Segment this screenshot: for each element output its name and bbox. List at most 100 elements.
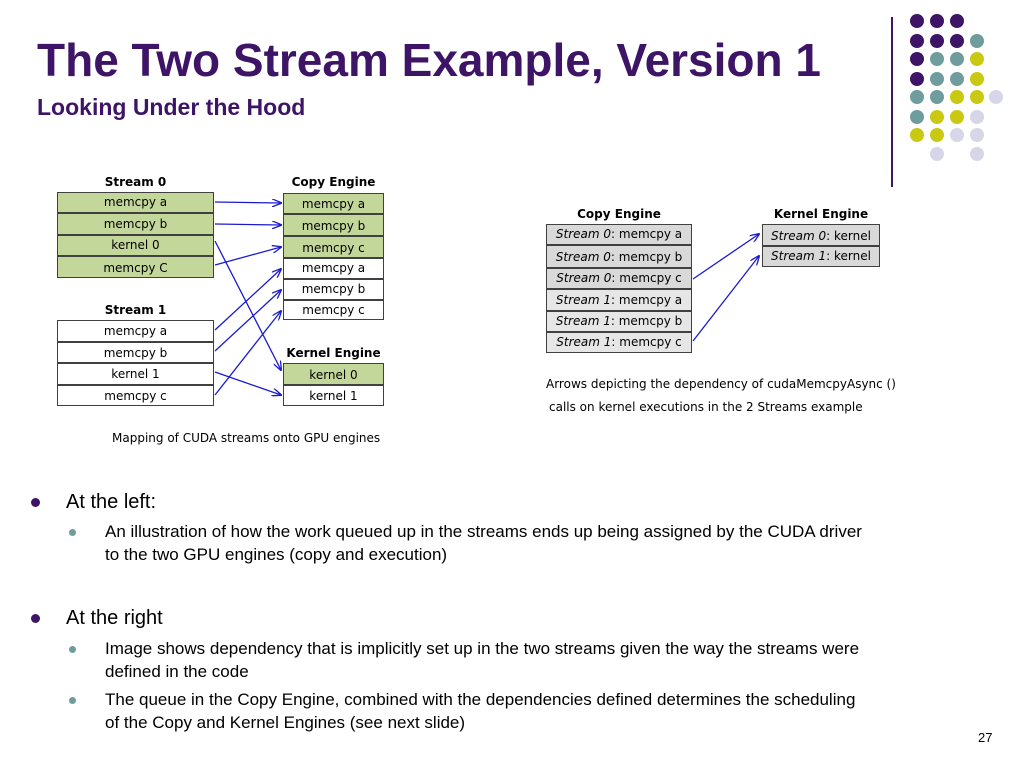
kernel-engine-header: Kernel Engine <box>286 346 381 360</box>
right-diagram-caption-line1: Arrows depicting the dependency of cudaM… <box>546 377 896 391</box>
decorative-dot <box>930 52 944 66</box>
op-label: : memcpy a <box>611 227 683 241</box>
right-diagram-caption-line2: calls on kernel executions in the 2 Stre… <box>549 400 863 414</box>
decorative-dot <box>910 110 924 124</box>
decorative-dot <box>910 128 924 142</box>
bullet-left: At the left: <box>66 491 157 513</box>
decorative-dot <box>910 72 924 86</box>
decorative-dot <box>950 128 964 142</box>
kernel-engine-row: kernel 0 <box>283 363 384 385</box>
decorative-dot <box>930 90 944 104</box>
stream0-header: Stream 0 <box>104 175 167 189</box>
op-label: : memcpy c <box>611 335 682 349</box>
arrow-s1-memcpy-c <box>214 311 281 396</box>
right-kernel-engine-row: Stream 0: kernel <box>762 224 880 246</box>
decorative-dot <box>970 90 984 104</box>
arrow-s0-memcpy-a <box>214 202 281 203</box>
decorative-dot <box>950 52 964 66</box>
decorative-dot <box>930 34 944 48</box>
decorative-dot <box>930 72 944 86</box>
stream0-row: memcpy b <box>57 213 214 235</box>
arrow-s1-memcpy-a <box>214 269 281 331</box>
kernel-engine-row: kernel 1 <box>283 385 384 406</box>
arrow-s0-memcpy-c <box>214 247 281 266</box>
decorative-dot <box>910 90 924 104</box>
decorative-dot <box>930 14 944 28</box>
stream1-row: memcpy b <box>57 342 214 363</box>
stream1-row: memcpy a <box>57 320 214 342</box>
sub-bullet-right-1-line1: Image shows dependency that is implicitl… <box>105 639 860 658</box>
decorative-dot <box>970 128 984 142</box>
slide-title: The Two Stream Example, Version 1 <box>37 34 821 86</box>
decorative-dot <box>970 110 984 124</box>
stream0-row: kernel 0 <box>57 235 214 256</box>
stream-label: Stream 0 <box>555 227 612 241</box>
copy-engine-header: Copy Engine <box>291 175 376 189</box>
right-copy-engine-row: Stream 0: memcpy c <box>546 268 692 289</box>
decorative-dot <box>989 90 1003 104</box>
op-label: : memcpy b <box>610 250 683 264</box>
decorative-dot <box>950 72 964 86</box>
stream-label: Stream 1 <box>555 314 611 328</box>
op-label: : memcpy b <box>610 314 683 328</box>
arrow-s1-kernel <box>214 371 281 395</box>
decorative-dot <box>910 14 924 28</box>
bullet-dot <box>31 614 40 623</box>
arrow-s0-memcpy-b <box>214 224 281 225</box>
right-copy-engine-row: Stream 1: memcpy a <box>546 289 692 311</box>
right-copy-engine-row: Stream 0: memcpy a <box>546 224 692 245</box>
arrow-s0-kernel <box>214 240 281 370</box>
decorative-dot <box>970 34 984 48</box>
page-number: 27 <box>978 730 993 745</box>
sub-bullet-dot <box>69 646 76 653</box>
decorative-dot <box>930 128 944 142</box>
stream0-row: memcpy C <box>57 256 214 278</box>
stream1-header: Stream 1 <box>104 303 167 317</box>
decorative-dot <box>930 147 944 161</box>
op-label: : memcpy a <box>611 293 683 307</box>
stream-label: Stream 0 <box>555 250 611 264</box>
copy-engine-row: memcpy c <box>283 236 384 258</box>
sub-bullet-right-1-line2: defined in the code <box>105 662 249 681</box>
decorative-vertical-line <box>891 17 893 187</box>
right-kernel-engine-row: Stream 1: kernel <box>762 246 880 267</box>
slide-subtitle: Looking Under the Hood <box>37 94 306 120</box>
op-label: : memcpy c <box>611 271 682 285</box>
decorative-dot <box>950 90 964 104</box>
op-label: : kernel <box>826 249 871 263</box>
decorative-dot <box>970 72 984 86</box>
decorative-dot <box>950 34 964 48</box>
stream-label: Stream 0 <box>556 271 612 285</box>
left-diagram-caption: Mapping of CUDA streams onto GPU engines <box>112 431 381 445</box>
copy-engine-row: memcpy b <box>283 214 384 236</box>
sub-bullet-right-2-line1: The queue in the Copy Engine, combined w… <box>105 690 856 709</box>
decorative-dot <box>950 110 964 124</box>
stream1-row: kernel 1 <box>57 363 214 385</box>
sub-bullet-left-1-line2: to the two GPU engines (copy and executi… <box>105 545 448 564</box>
decorative-dot <box>970 52 984 66</box>
arrow-right-s0 <box>692 234 759 280</box>
sub-bullet-left-1-line1: An illustration of how the work queued u… <box>105 522 862 541</box>
right-copy-engine-row: Stream 1: memcpy b <box>546 311 692 332</box>
decorative-dot <box>930 110 944 124</box>
stream1-row: memcpy c <box>57 385 214 406</box>
stream-label: Stream 1 <box>556 335 612 349</box>
right-copy-engine-row: Stream 0: memcpy b <box>546 245 692 268</box>
stream-label: Stream 1 <box>555 293 612 307</box>
stream-label: Stream 1 <box>771 249 827 263</box>
op-label: : kernel <box>826 229 871 243</box>
bullet-right: At the right <box>66 607 163 629</box>
decorative-dot <box>910 52 924 66</box>
sub-bullet-dot <box>69 697 76 704</box>
stream0-row: memcpy a <box>57 192 214 213</box>
sub-bullet-right-2-line2: of the Copy and Kernel Engines (see next… <box>105 713 466 732</box>
decorative-dot <box>970 147 984 161</box>
right-copy-engine-row: Stream 1: memcpy c <box>546 332 692 353</box>
bullet-dot <box>31 498 40 507</box>
stream-label: Stream 0 <box>771 229 827 243</box>
copy-engine-row: memcpy b <box>283 279 384 300</box>
right-copy-engine-header: Copy Engine <box>577 207 661 221</box>
copy-engine-row: memcpy a <box>283 258 384 279</box>
right-kernel-engine-header: Kernel Engine <box>773 207 869 221</box>
arrow-right-s1 <box>692 256 759 342</box>
